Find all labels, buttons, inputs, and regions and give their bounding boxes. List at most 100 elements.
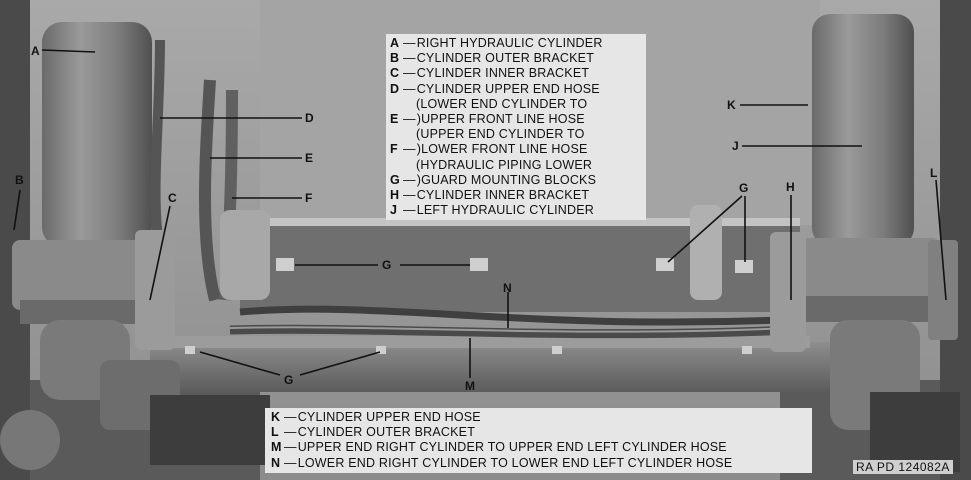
legend-key [390, 127, 402, 142]
legend-dash: — [403, 142, 416, 157]
legend-row: (UPPER END CYLINDER TO [390, 127, 642, 142]
legend-dash: — [284, 410, 297, 424]
legend-row: (HYDRAULIC PIPING LOWER [390, 158, 642, 173]
hull-ledge [240, 218, 800, 226]
mounting-block [376, 346, 386, 354]
leader-g3-b [299, 351, 381, 376]
legend-dash: — [403, 51, 416, 66]
hose-d [150, 39, 165, 251]
callout-n: N [503, 281, 512, 295]
hose-m [229, 324, 791, 339]
legend-text: LOWER END RIGHT CYLINDER TO LOWER END LE… [297, 455, 733, 470]
leader-l [935, 179, 947, 301]
leader-lines [13, 49, 947, 378]
legend-text: CYLINDER OUTER BRACKET [297, 425, 476, 440]
leader-g2-a [667, 195, 743, 263]
legend-row: E—)UPPER FRONT LINE HOSE [390, 112, 642, 127]
legend-key: A [390, 36, 400, 50]
legend-text: (UPPER END CYLINDER TO [416, 127, 585, 142]
legend-text: CYLINDER UPPER END HOSE [416, 81, 600, 96]
legend-key: C [390, 66, 400, 81]
legend-dash: — [403, 112, 416, 127]
legend-key: J [390, 203, 398, 218]
callout-j: J [732, 139, 739, 153]
legend-key: B [390, 51, 400, 66]
callout-b: B [15, 173, 24, 187]
legend-row: N—LOWER END RIGHT CYLINDER TO LOWER END … [271, 456, 806, 471]
callout-g-mid: G [382, 258, 392, 272]
axle-beam [150, 342, 840, 392]
leader-b [13, 189, 21, 231]
callout-m: M [465, 379, 475, 393]
legend-dash: — [403, 172, 416, 187]
mounting-block [470, 258, 488, 271]
legend-row: (LOWER END CYLINDER TO [390, 97, 642, 112]
legend-text: CYLINDER OUTER BRACKET [416, 51, 595, 66]
legend-text: )GUARD MOUNTING BLOCKS [416, 172, 597, 187]
legend-row: M—UPPER END RIGHT CYLINDER TO UPPER END … [271, 440, 806, 455]
track-right [870, 392, 960, 472]
legend-key: M [271, 440, 282, 455]
left-cylinder-base [790, 238, 940, 308]
legend-row: A—RIGHT HYDRAULIC CYLINDER [390, 36, 642, 51]
legend-key: F [390, 142, 398, 157]
legend-text: CYLINDER INNER BRACKET [416, 66, 590, 81]
leader-g3-a [199, 351, 281, 376]
legend-key: H [390, 188, 400, 203]
legend-dash: — [403, 188, 416, 203]
legend-key: E [390, 112, 399, 127]
callout-f: F [305, 191, 313, 205]
callout-d: D [305, 111, 314, 125]
legend-text: LEFT HYDRAULIC CYLINDER [416, 203, 595, 218]
legend-dash: — [403, 66, 416, 81]
legend-key: G [390, 172, 400, 187]
legend-text: )LOWER FRONT LINE HOSE [416, 142, 588, 157]
legend-key: K [271, 410, 281, 424]
legend-row: L —CYLINDER OUTER BRACKET [271, 425, 806, 440]
track-left [150, 395, 270, 465]
leader-c [149, 205, 171, 301]
right-cylinder [42, 22, 152, 247]
legend-row: B—CYLINDER OUTER BRACKET [390, 51, 642, 66]
outer-bracket-l [928, 240, 958, 340]
legend-dash [403, 127, 415, 142]
mounting-block [742, 346, 752, 354]
callout-g-bottom: G [284, 373, 294, 387]
legend-key: L [271, 425, 279, 440]
callout-c: C [168, 191, 177, 205]
callout-g-right: G [739, 181, 749, 195]
legend-text: UPPER END RIGHT CYLINDER TO UPPER END LE… [297, 440, 727, 455]
callout-l: L [930, 166, 938, 180]
legend-dash: — [284, 455, 297, 470]
left-cylinder-flange [800, 296, 930, 322]
legend-dash: — [284, 425, 297, 440]
left-cylinder [812, 14, 914, 246]
legend-key: D [390, 81, 400, 96]
post [690, 205, 722, 300]
inner-bracket-c [135, 230, 175, 350]
callout-k: K [727, 98, 736, 112]
legend-dash [403, 97, 415, 112]
hose-e [199, 79, 221, 302]
legend-dash: — [284, 440, 297, 455]
legend-dash: — [403, 81, 416, 96]
right-wheel-hub [0, 410, 60, 470]
mounting-block [552, 346, 562, 354]
axle-top-plate [170, 336, 810, 348]
hose-m-highlight [229, 326, 791, 333]
inner-bracket-h [770, 232, 806, 352]
legend-dash [403, 158, 415, 173]
legend-row: F —)LOWER FRONT LINE HOSE [390, 142, 642, 157]
leader-a [41, 49, 96, 53]
legend-text: CYLINDER UPPER END HOSE [297, 410, 481, 424]
legend-dash: — [403, 36, 416, 50]
legend-key: N [271, 455, 281, 470]
legend-text: (HYDRAULIC PIPING LOWER [416, 157, 593, 172]
legend-row: K—CYLINDER UPPER END HOSE [271, 410, 806, 425]
legend-row: G—)GUARD MOUNTING BLOCKS [390, 173, 642, 188]
figure-credit: RA PD 124082A [853, 460, 953, 474]
callout-e: E [305, 151, 314, 165]
legend-text: CYLINDER INNER BRACKET [416, 188, 590, 203]
